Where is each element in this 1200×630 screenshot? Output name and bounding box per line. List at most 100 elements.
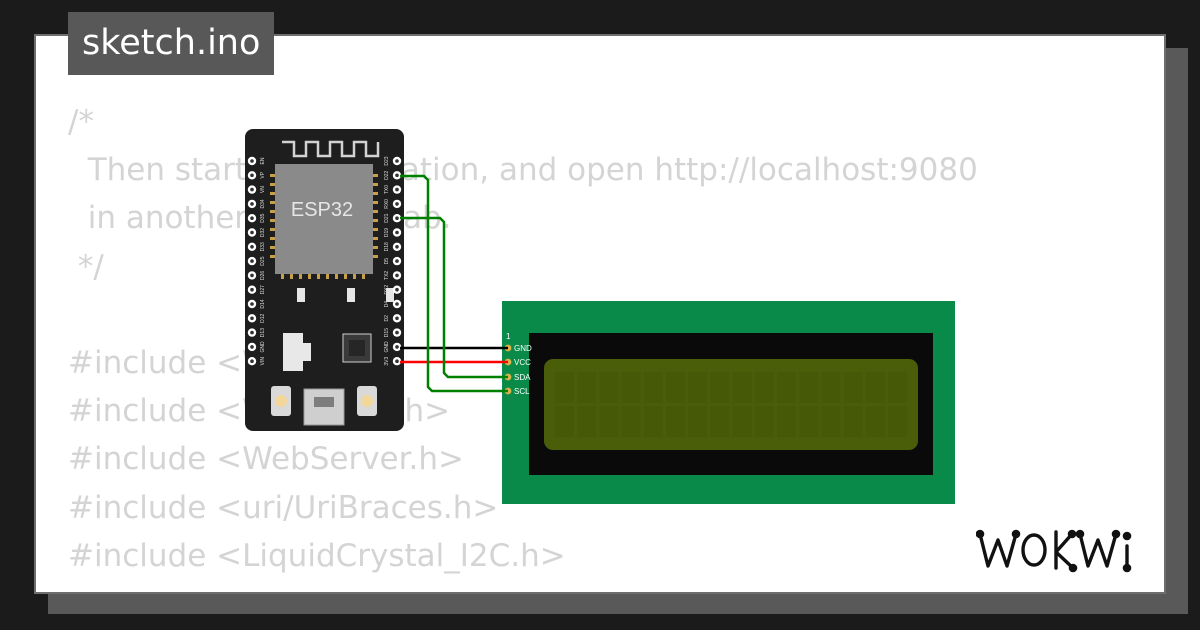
esp32-board[interactable]: ESP32 ENVPVND34D35D32D33D25D26D27D14D12D… xyxy=(245,129,404,431)
module-pad xyxy=(270,201,275,204)
voltage-regulator-tab xyxy=(303,343,311,361)
lcd-pin-label: VCC xyxy=(514,358,531,367)
pin-hole xyxy=(250,345,254,349)
pin-label: VN xyxy=(260,186,266,193)
lcd-cell xyxy=(843,406,863,437)
lcd-cell xyxy=(710,372,730,403)
pin-label: TX2 xyxy=(384,271,390,280)
module-pad xyxy=(373,201,378,204)
pin-label: D33 xyxy=(260,242,266,251)
lcd-cell xyxy=(643,406,663,437)
lcd-cell xyxy=(843,372,863,403)
lcd-cell xyxy=(555,372,574,403)
pin-label: D4 xyxy=(384,301,390,308)
micro-usb-opening xyxy=(314,397,334,407)
pin-label: D34 xyxy=(260,199,266,208)
pin-hole xyxy=(395,345,399,349)
pin-hole xyxy=(250,216,254,220)
pin-label: EN xyxy=(260,157,266,164)
lcd-cell xyxy=(754,406,774,437)
lcd-cell xyxy=(710,406,730,437)
pin-label: D22 xyxy=(384,171,390,180)
pin-label: D12 xyxy=(260,314,266,323)
pin-label: D35 xyxy=(260,213,266,222)
lcd-cell xyxy=(577,406,597,437)
esp32-chip-label: ESP32 xyxy=(291,199,353,221)
pin-label: D15 xyxy=(384,328,390,337)
module-pad xyxy=(270,183,275,186)
lcd-cell xyxy=(666,406,685,437)
module-pad xyxy=(373,237,378,240)
module-pad xyxy=(317,274,320,279)
pin-hole xyxy=(395,302,399,306)
smd-component xyxy=(386,288,394,302)
lcd-cell xyxy=(621,372,641,403)
wires xyxy=(400,174,508,393)
lcd-cell xyxy=(555,406,574,437)
lcd-cell xyxy=(799,406,819,437)
lcd-pin-label: SDA xyxy=(514,373,531,382)
lcd-cell xyxy=(821,406,841,437)
module-pad xyxy=(270,246,275,249)
module-pad xyxy=(270,174,275,177)
lcd-cell xyxy=(688,406,708,437)
lcd-cell xyxy=(599,372,619,403)
module-pad xyxy=(373,246,378,249)
module-pad xyxy=(308,274,311,279)
pin-hole xyxy=(250,273,254,278)
module-pad xyxy=(373,255,378,258)
lcd-cell xyxy=(732,406,752,437)
lcd-cell xyxy=(577,372,597,403)
esp32-chip xyxy=(275,164,373,274)
lcd-cell xyxy=(777,406,796,437)
module-pad xyxy=(290,274,293,279)
pin-hole xyxy=(395,245,399,249)
code-line: #include <uri/UriBraces.h> xyxy=(68,489,499,526)
module-pad xyxy=(326,274,329,279)
pin-hole xyxy=(250,202,254,206)
module-pad xyxy=(373,228,378,231)
module-pad xyxy=(344,274,347,279)
pin-label: D5 xyxy=(384,258,390,265)
pin-label: GND xyxy=(260,341,266,353)
lcd-cell xyxy=(621,406,641,437)
pin-hole xyxy=(395,173,399,178)
module-pad xyxy=(362,274,365,279)
lcd-cell xyxy=(799,372,819,403)
module-pad xyxy=(373,183,378,186)
pin-hole xyxy=(395,259,399,263)
pin-hole xyxy=(395,330,399,335)
wokwi-logo[interactable]: WOKWi xyxy=(975,524,1152,578)
pin-label: D27 xyxy=(260,285,266,294)
pin-hole xyxy=(395,359,399,364)
module-pad xyxy=(373,192,378,195)
module-pad xyxy=(270,210,275,213)
lcd-cell xyxy=(643,372,663,403)
lcd-pin-index-label: 1 xyxy=(506,332,511,341)
file-tab[interactable]: sketch.ino xyxy=(68,12,275,75)
lcd-cell xyxy=(688,372,708,403)
code-line: */ xyxy=(68,248,104,285)
pin-hole xyxy=(395,159,399,163)
esp32-pin-headers: ENVPVND34D35D32D33D25D26D27D14D12D13GNDV… xyxy=(247,156,402,366)
lcd-cell xyxy=(865,406,885,437)
lcd-cell xyxy=(777,372,796,403)
code-line: /* xyxy=(68,104,94,140)
lcd-cell xyxy=(666,372,685,403)
module-pad xyxy=(373,210,378,213)
wokwi-logo-mark xyxy=(975,529,1132,573)
pin-label: D23 xyxy=(384,156,390,165)
pin-hole xyxy=(250,316,254,321)
wire-sda[interactable] xyxy=(400,216,508,379)
pin-hole xyxy=(250,302,254,306)
wire-scl[interactable] xyxy=(400,174,508,393)
module-pad xyxy=(353,274,356,279)
pin-hole xyxy=(250,287,254,292)
pin-label: GND xyxy=(384,341,390,353)
pin-hole xyxy=(395,187,399,192)
pin-label: VIN xyxy=(260,357,266,366)
pin-label: TX0 xyxy=(384,185,390,194)
module-pad xyxy=(281,274,284,279)
voltage-regulator xyxy=(283,333,303,371)
